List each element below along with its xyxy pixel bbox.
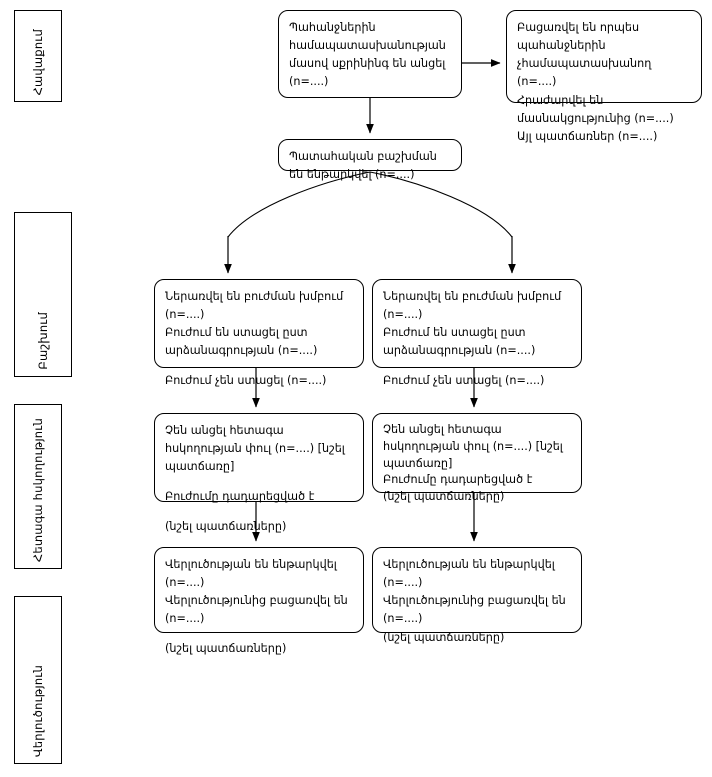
node-randomized: Պատահական բաշխման են ենթարկվել (n=....) — [278, 139, 462, 181]
analysis-right-line-1: Վերլուծության են ենթարկվել (n=....) — [383, 558, 555, 590]
followup-right-line-1: Չեն անցել հետագա հսկողության փուլ (n=...… — [383, 423, 563, 470]
excluded-line-1: Բացառվել են որպես պահանջներին չհամապատաս… — [517, 21, 652, 89]
followup-left-line-3: (նշել պատճառները) — [165, 520, 287, 534]
node-assessed-for-eligibility: Պահանջներին համապատասխանության մասով սքր… — [278, 10, 462, 98]
stage-label-enrollment: Հավաքում — [14, 10, 62, 102]
allocation-right-line-2: Բուժում են ստացել ըստ արձանագրության (n=… — [383, 326, 536, 358]
allocation-left-line-2: Բուժում են ստացել ըստ արձանագրության (n=… — [165, 326, 318, 358]
stage-label-enrollment-text: Հավաքում — [31, 28, 45, 95]
followup-right-line-2: Բուժումը դադարեցված է — [383, 473, 533, 487]
stage-label-followup: Հետագա հսկողություն — [14, 404, 62, 569]
stage-label-analysis-text: Վերլուծություն — [31, 664, 45, 757]
assessed-line-1: Պահանջներին համապատասխանության մասով սքր… — [289, 21, 446, 89]
analysis-left-line-3: (նշել պատճառները) — [165, 642, 287, 656]
analysis-left-line-2: Վերլուծությունից բացառվել են (n=....) — [165, 594, 348, 626]
analysis-left-line-1: Վերլուծության են ենթարկվել (n=....) — [165, 558, 337, 590]
allocation-left-line-3: Բուժում չեն ստացել (n=....) — [165, 374, 327, 388]
node-allocation-left: Ներառվել են բուժման խմբում (n=....) Բուժ… — [154, 279, 364, 387]
followup-left-line-1: Չեն անցել հետագա հսկողության փուլ (n=...… — [165, 424, 345, 474]
node-analysis-left: Վերլուծության են ենթարկվել (n=....) Վերլ… — [154, 547, 364, 655]
excluded-line-3: Այլ պատճառներ (n=....) — [517, 129, 658, 143]
analysis-right-line-2: Վերլուծությունից բացառվել են (n=....) — [383, 594, 566, 626]
excluded-line-2: Հրաժարվել են մասնակցությունից (n=....) — [517, 93, 674, 125]
allocation-left-line-1: Ներառվել են բուժման խմբում (n=....) — [165, 290, 344, 322]
allocation-right-line-1: Ներառվել են բուժման խմբում (n=....) — [383, 290, 562, 322]
node-followup-right: Չեն անցել հետագա հսկողության փուլ (n=...… — [372, 413, 582, 503]
followup-right-line-3: (նշել պատճառները) — [383, 490, 505, 504]
stage-label-allocation-text: Բաշխում — [36, 312, 50, 370]
arrow-randomized-split — [224, 171, 516, 274]
stage-label-allocation: Բաշխում — [14, 212, 72, 377]
randomized-line-1: Պատահական բաշխման են ենթարկվել (n=....) — [289, 150, 437, 182]
analysis-right-line-3: (նշել պատճառները) — [383, 630, 505, 644]
stage-label-followup-text: Հետագա հսկողություն — [31, 417, 45, 562]
node-followup-left: Չեն անցել հետագա հսկողության փուլ (n=...… — [154, 413, 364, 533]
node-analysis-right: Վերլուծության են ենթարկվել (n=....) Վերլ… — [372, 547, 582, 644]
node-excluded: Բացառվել են որպես պահանջներին չհամապատաս… — [506, 10, 702, 143]
stage-label-analysis: Վերլուծություն — [14, 596, 62, 764]
followup-left-line-2: Բուժումը դադարեցված է — [165, 490, 315, 504]
allocation-right-line-3: Բուժում չեն ստացել (n=....) — [383, 374, 545, 388]
node-allocation-right: Ներառվել են բուժման խմբում (n=....) Բուժ… — [372, 279, 582, 387]
